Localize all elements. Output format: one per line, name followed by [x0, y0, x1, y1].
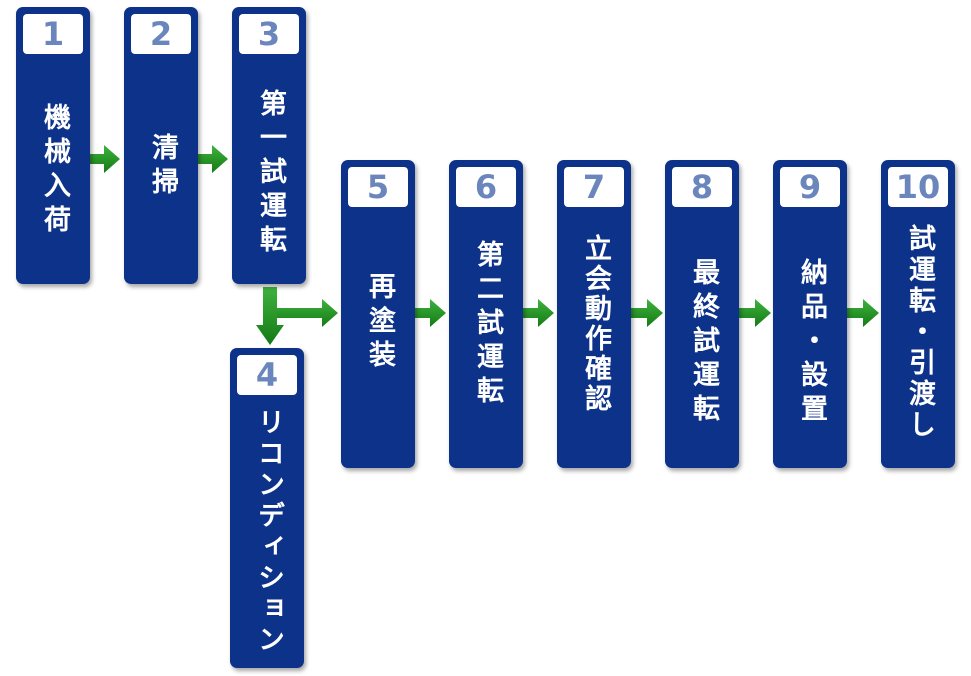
arrow-7-8 — [631, 299, 663, 327]
step-5-label: 再塗装 — [364, 272, 395, 374]
arrow-3-5 — [277, 299, 338, 327]
step-8-label: 最終試運転 — [688, 258, 719, 428]
arrow-5-6 — [415, 299, 446, 327]
step-6-label: 第二試運転 — [472, 240, 503, 410]
arrow-3-4 — [256, 287, 284, 345]
step-1-box: 1 機械入荷 — [16, 7, 90, 284]
arrow-8-9 — [739, 299, 771, 327]
step-8-box: 8 最終試運転 — [665, 160, 739, 468]
step-10-label: 試運転・引渡し — [904, 224, 935, 441]
step-4-number: 4 — [237, 355, 297, 395]
step-2-label: 清掃 — [147, 133, 178, 201]
step-5-number: 5 — [348, 167, 408, 207]
step-5-box: 5 再塗装 — [341, 160, 415, 468]
step-10-number: 10 — [888, 167, 948, 207]
step-3-label: 第一試運転 — [255, 89, 286, 259]
step-1-number: 1 — [23, 14, 83, 54]
step-7-label: 立会動作確認 — [580, 234, 611, 414]
arrow-1-2 — [90, 145, 120, 173]
step-2-box: 2 清掃 — [124, 7, 198, 284]
step-4-label: リコンディション — [253, 408, 284, 656]
step-1-label: 機械入荷 — [39, 103, 70, 239]
arrow-2-3 — [198, 145, 228, 173]
step-7-box: 7 立会動作確認 — [557, 160, 631, 468]
step-7-number: 7 — [564, 167, 624, 207]
step-9-label: 納品・設置 — [796, 258, 827, 428]
step-6-number: 6 — [456, 167, 516, 207]
step-3-box: 3 第一試運転 — [232, 7, 306, 284]
step-6-box: 6 第二試運転 — [449, 160, 523, 468]
step-9-number: 9 — [780, 167, 840, 207]
step-8-number: 8 — [672, 167, 732, 207]
arrow-9-10 — [847, 299, 879, 327]
step-10-box: 10 試運転・引渡し — [881, 160, 955, 468]
step-9-box: 9 納品・設置 — [773, 160, 847, 468]
step-2-number: 2 — [131, 14, 191, 54]
arrow-6-7 — [523, 299, 554, 327]
step-4-box: 4 リコンディション — [230, 348, 304, 668]
step-3-number: 3 — [239, 14, 299, 54]
